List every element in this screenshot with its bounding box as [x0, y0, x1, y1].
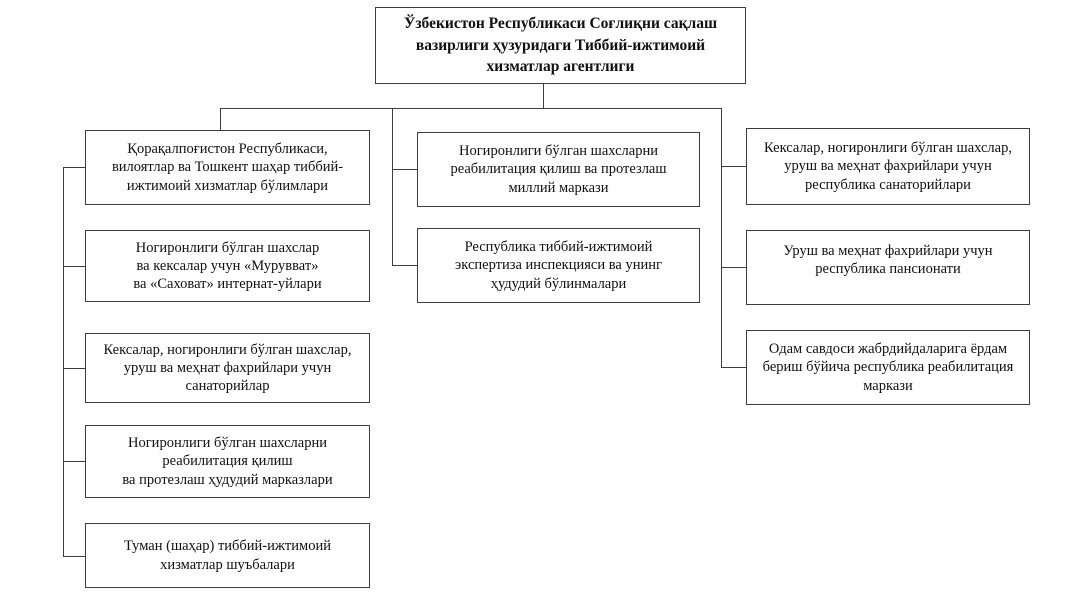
connector-left-drop [220, 108, 221, 131]
node-muruvvat-sakhovat-homes: Ногиронлиги бўлган шахслар ва кексалар у… [85, 230, 370, 302]
connector-left-stub-3 [63, 368, 85, 369]
node-territorial-rehab-centers: Ногиронлиги бўлган шахсларни реабилитаци… [85, 425, 370, 498]
root-node-agency: Ўзбекистон Республикаси Соғлиқни сақлаш … [375, 7, 746, 84]
connector-right-spine [721, 108, 722, 368]
connector-left-stub-4 [63, 461, 85, 462]
node-veterans-boarding-house: Уруш ва меҳнат фахрийлари учун республик… [746, 230, 1030, 305]
connector-left-stub-1 [63, 167, 85, 168]
node-expertise-inspection: Республика тиббий-ижтимоий экспертиза ин… [417, 228, 700, 303]
node-sanatoriums: Кексалар, ногиронлиги бўлган шахслар, ур… [85, 333, 370, 403]
connector-left-spine [63, 167, 64, 557]
node-regional-departments: Қорақалпоғистон Республикаси, вилоятлар … [85, 130, 370, 205]
connector-root-drop [543, 84, 544, 109]
connector-middle-spine [392, 108, 393, 266]
connector-right-stub-2 [721, 267, 746, 268]
node-national-rehab-center: Ногиронлиги бўлган шахсларни реабилитаци… [417, 132, 700, 207]
connector-middle-stub-2 [392, 265, 417, 266]
connector-left-stub-5 [63, 556, 85, 557]
connector-left-stub-2 [63, 266, 85, 267]
connector-middle-stub-1 [392, 169, 417, 170]
connector-right-stub-3 [721, 367, 746, 368]
connector-main-bus [220, 108, 722, 109]
node-district-subdivisions: Туман (шаҳар) тиббий-ижтимоий хизматлар … [85, 523, 370, 588]
node-republic-sanatoriums: Кексалар, ногиронлиги бўлган шахслар, ур… [746, 128, 1030, 205]
node-trafficking-victims-center: Одам савдоси жабрдийдаларига ёрдам бериш… [746, 330, 1030, 405]
connector-right-stub-1 [721, 166, 746, 167]
